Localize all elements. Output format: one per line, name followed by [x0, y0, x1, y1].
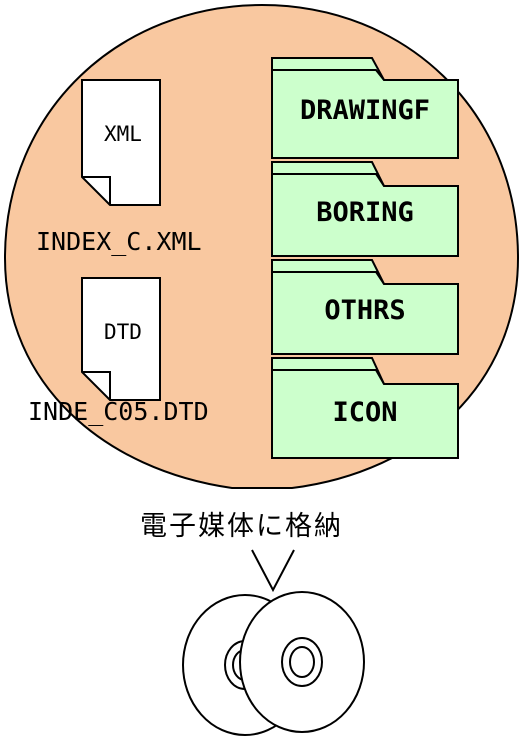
folder-othrs[interactable]: OTHRS [324, 295, 406, 326]
file-name-dtd[interactable]: INDE_C05.DTD [28, 397, 209, 426]
folder-icon [271, 259, 459, 355]
folder-icon [271, 357, 459, 459]
bubble-pointer [251, 549, 295, 593]
folder-icon [271, 161, 459, 257]
caption-store-on-media: 電子媒体に格納 [140, 511, 343, 542]
file-name-index[interactable]: INDEX_C.XML [36, 227, 202, 256]
folder-boring[interactable]: BORING [316, 197, 414, 228]
file-type-label-dtd: DTD [104, 320, 142, 344]
document-icon [81, 79, 161, 206]
file-type-label-xml: XML [104, 122, 142, 146]
folder-icon-dir[interactable]: ICON [332, 397, 398, 428]
folder-drawingf[interactable]: DRAWINGF [299, 95, 431, 126]
document-icon [81, 277, 161, 401]
cd-disc-icon [239, 591, 365, 733]
folder-icon [271, 57, 459, 159]
